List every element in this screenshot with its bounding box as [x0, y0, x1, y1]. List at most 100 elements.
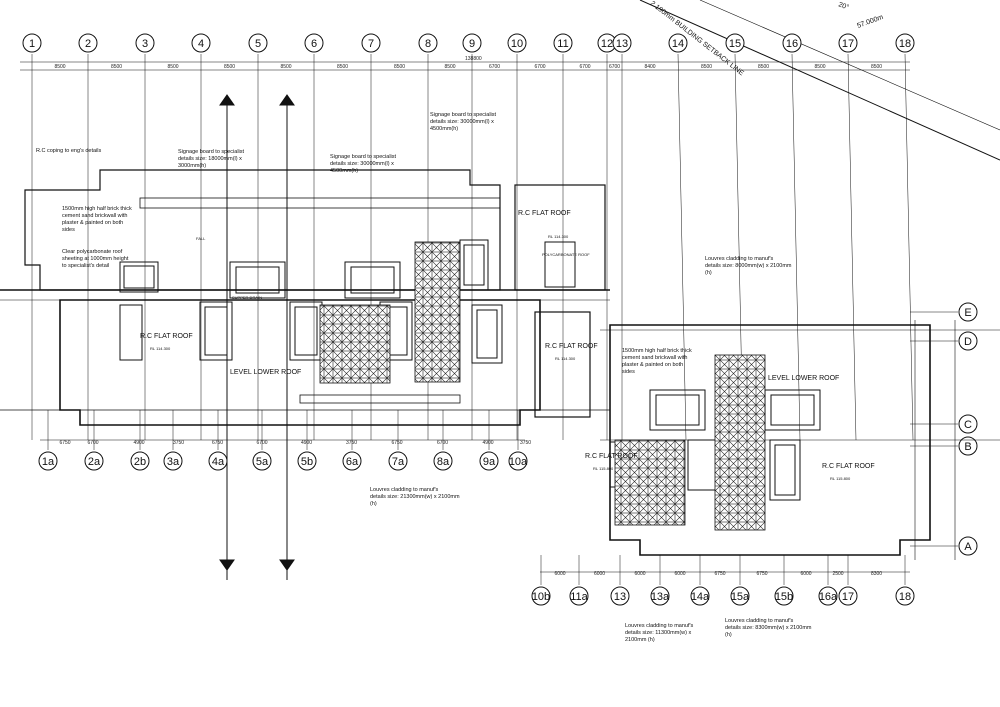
grid-label: 8a	[437, 456, 450, 468]
grid-bubble	[958, 436, 978, 456]
grid-label: 10a	[509, 456, 528, 468]
note-rc-coping: R.C coping to eng's details	[36, 148, 102, 154]
grid-label: 15	[729, 38, 741, 50]
grid-bubble	[508, 451, 528, 471]
grid-label: 6a	[346, 456, 359, 468]
level-lower-roof-label: LEVEL LOWER ROOF	[768, 375, 839, 382]
polycarbonate-label: POLYCARBONATE ROOF	[542, 252, 590, 257]
grid-label: 8	[425, 38, 431, 50]
dim-text: 6700	[437, 440, 448, 446]
grid-label: E	[964, 307, 971, 319]
grid-bubble	[297, 451, 317, 471]
grid-label: 13	[616, 38, 628, 50]
rc-flat-roof-label: R.C FLAT ROOF	[140, 333, 193, 340]
grid-bubble	[418, 33, 438, 53]
grid-line	[904, 53, 914, 441]
dim-text: 8500	[444, 64, 455, 70]
grid-bubble	[958, 536, 978, 556]
grid-bubble	[433, 451, 453, 471]
grid-label: 11	[557, 38, 568, 50]
grid-line	[791, 53, 801, 441]
grid-bubble	[668, 33, 688, 53]
dim-text: 8300	[871, 571, 882, 577]
grid-label: 9	[469, 38, 475, 50]
dim-text: 2500	[832, 571, 843, 577]
grid-bubble	[782, 33, 802, 53]
grid-bubble	[553, 33, 573, 53]
grid-bubble	[22, 33, 42, 53]
dimension-lines	[20, 61, 956, 573]
grid-label: 18	[899, 591, 911, 603]
dim-text: 8500	[280, 64, 291, 70]
dim-text: 4900	[482, 440, 493, 446]
setback-dim-label: 57.000m	[856, 14, 884, 30]
dim-text: 8500	[758, 64, 769, 70]
grid-bubble	[690, 586, 710, 606]
dim-text: 6700	[87, 440, 98, 446]
grid-label: 3	[142, 38, 148, 50]
grid-label: 12	[601, 38, 613, 50]
grid-label: 13a	[651, 591, 670, 603]
grid-label: 10b	[532, 591, 550, 603]
rl-label: RL 115.800	[830, 476, 851, 481]
rl-label: RL 114.300	[555, 356, 576, 361]
rc-flat-roof-label: R.C FLAT ROOF	[545, 343, 598, 350]
grid-label: 5	[255, 38, 261, 50]
grid-label: 2	[85, 38, 91, 50]
grid-bubble	[569, 586, 589, 606]
grid-bubble	[84, 451, 104, 471]
grid-label: 16	[786, 38, 798, 50]
grid-label: 17	[842, 591, 854, 603]
grid-label: A	[964, 541, 972, 553]
section-markers	[219, 94, 295, 580]
grid-bubble	[895, 586, 915, 606]
grid-label: 5a	[256, 456, 269, 468]
dim-text: 3750	[520, 440, 531, 446]
grid-bubble	[135, 33, 155, 53]
dim-text: 6000	[554, 571, 565, 577]
grid-bubble	[342, 451, 362, 471]
grid-bubble	[650, 586, 670, 606]
grid-bubble	[388, 451, 408, 471]
dim-text: 8400	[644, 64, 655, 70]
grid-label: 5b	[301, 456, 313, 468]
grid-label: 13	[614, 591, 626, 603]
grid-label: 7	[368, 38, 374, 50]
dim-text: 8500	[167, 64, 178, 70]
grid-label: 18	[899, 38, 911, 50]
dim-text: 6000	[800, 571, 811, 577]
grid-label: 3a	[167, 456, 180, 468]
grid-label: 7a	[392, 456, 405, 468]
rl-label: RL 114.300	[548, 234, 569, 239]
louvre-areas	[319, 241, 766, 531]
grid-bubble	[958, 302, 978, 322]
grid-bubble	[838, 33, 858, 53]
grid-label: 4a	[212, 456, 225, 468]
grid-bubble	[78, 33, 98, 53]
grid-label: 6	[311, 38, 317, 50]
grid-bubble	[531, 586, 551, 606]
grid-bubble	[361, 33, 381, 53]
dim-text: 8500	[814, 64, 825, 70]
dim-text: 8500	[111, 64, 122, 70]
rc-flat-roof-label: R.C FLAT ROOF	[585, 453, 638, 460]
dim-text: 8500	[871, 64, 882, 70]
dim-text: 6750	[59, 440, 70, 446]
grid-label: 14a	[691, 591, 710, 603]
grid-bubble	[838, 586, 858, 606]
grid-label: 4	[198, 38, 204, 50]
grid-bubble	[774, 586, 794, 606]
grid-label: 1a	[42, 456, 55, 468]
